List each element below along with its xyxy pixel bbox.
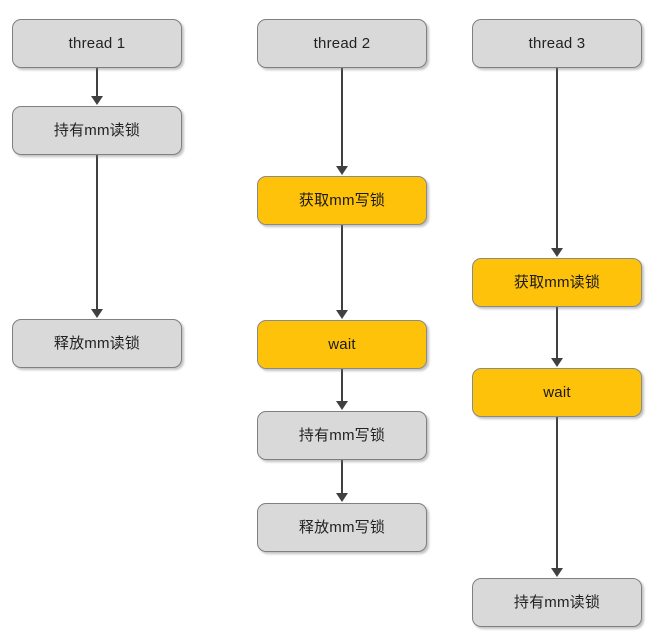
connector-line: [341, 225, 343, 311]
arrowhead-icon: [91, 96, 103, 105]
node-thread-2-start[interactable]: thread 2: [257, 19, 427, 68]
node-thread-2-release-write-lock[interactable]: 释放mm写锁: [257, 503, 427, 552]
node-label: wait: [543, 384, 571, 401]
node-thread-3-hold-read-lock[interactable]: 持有mm读锁: [472, 578, 642, 627]
node-label: wait: [328, 336, 356, 353]
arrowhead-icon: [336, 493, 348, 502]
node-label: 持有mm读锁: [53, 122, 141, 139]
node-label: thread 1: [68, 35, 126, 52]
connector-line: [341, 460, 343, 494]
connector-line: [341, 369, 343, 402]
node-thread-2-acquire-write-lock[interactable]: 获取mm写锁: [257, 176, 427, 225]
arrowhead-icon: [551, 568, 563, 577]
node-thread-3-start[interactable]: thread 3: [472, 19, 642, 68]
node-label: 持有mm读锁: [513, 594, 601, 611]
node-thread-3-acquire-read-lock[interactable]: 获取mm读锁: [472, 258, 642, 307]
node-label: 获取mm写锁: [298, 192, 386, 209]
connector-line: [556, 417, 558, 569]
node-thread-3-wait[interactable]: wait: [472, 368, 642, 417]
arrowhead-icon: [551, 358, 563, 367]
arrowhead-icon: [91, 309, 103, 318]
thread-1-column: thread 1 持有mm读锁 释放mm读锁: [0, 0, 190, 643]
arrowhead-icon: [336, 166, 348, 175]
node-thread-2-wait[interactable]: wait: [257, 320, 427, 369]
arrowhead-icon: [551, 248, 563, 257]
thread-3-column: thread 3 获取mm读锁 wait 持有mm读锁: [460, 0, 650, 643]
node-label: 获取mm读锁: [513, 274, 601, 291]
node-label: 释放mm写锁: [298, 519, 386, 536]
node-label: thread 2: [313, 35, 371, 52]
arrowhead-icon: [336, 310, 348, 319]
connector-line: [556, 307, 558, 359]
node-thread-1-release-read-lock[interactable]: 释放mm读锁: [12, 319, 182, 368]
node-label: 释放mm读锁: [53, 335, 141, 352]
node-label: thread 3: [528, 35, 586, 52]
node-label: 持有mm写锁: [298, 427, 386, 444]
node-thread-2-hold-write-lock[interactable]: 持有mm写锁: [257, 411, 427, 460]
node-thread-1-hold-read-lock[interactable]: 持有mm读锁: [12, 106, 182, 155]
arrowhead-icon: [336, 401, 348, 410]
thread-2-column: thread 2 获取mm写锁 wait 持有mm写锁 释放mm写锁: [245, 0, 435, 643]
connector-line: [341, 68, 343, 167]
connector-line: [96, 155, 98, 310]
node-thread-1-start[interactable]: thread 1: [12, 19, 182, 68]
connector-line: [96, 68, 98, 97]
connector-line: [556, 68, 558, 249]
